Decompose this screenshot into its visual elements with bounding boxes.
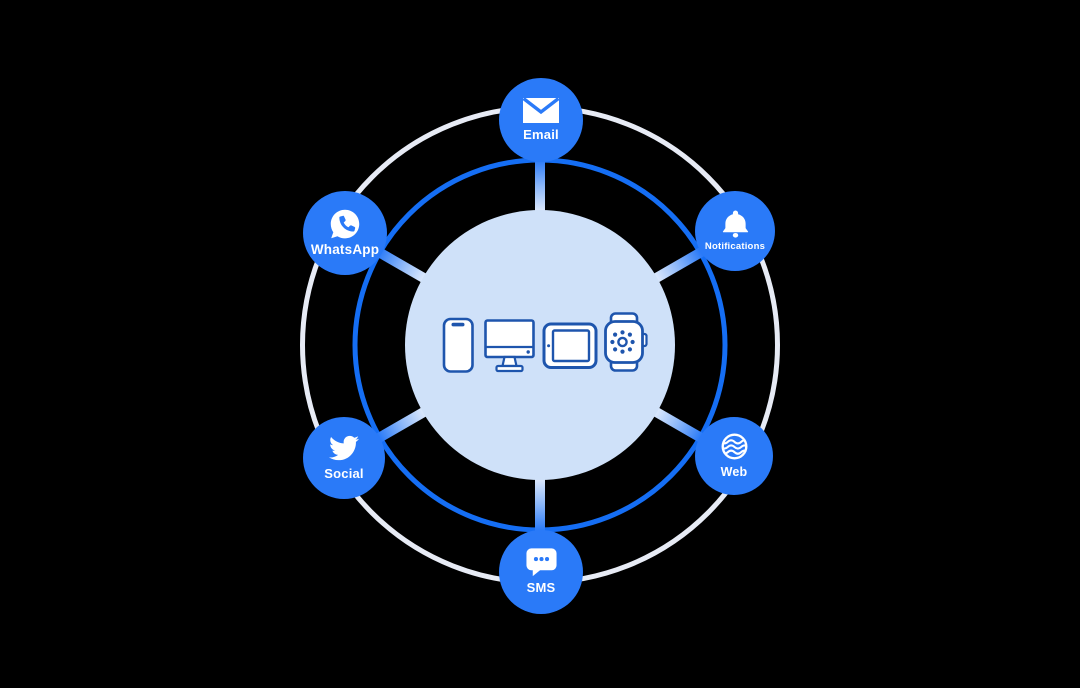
smartwatch-icon	[604, 312, 648, 372]
node-label: SMS	[526, 580, 556, 595]
smartphone-icon	[442, 317, 474, 373]
node-web: Web	[695, 417, 773, 495]
node-label: WhatsApp	[310, 242, 380, 257]
globe-icon	[719, 431, 750, 462]
desktop-monitor-icon	[484, 319, 535, 373]
envelope-icon	[522, 96, 560, 124]
device-icons	[442, 312, 648, 373]
node-label: Web	[720, 465, 748, 479]
node-label: Email	[523, 126, 559, 142]
node-label: Social	[324, 466, 364, 481]
node-label: Notifications	[704, 240, 766, 252]
whatsapp-icon	[328, 207, 362, 241]
watch-app-dots	[610, 330, 635, 354]
bell-icon	[722, 209, 749, 239]
hub-circle	[405, 210, 675, 480]
node-email: Email	[499, 78, 583, 162]
node-notifications: Notifications	[695, 191, 775, 271]
twitter-bird-icon	[327, 433, 361, 463]
tablet-icon	[542, 322, 598, 369]
node-whatsapp: WhatsApp	[303, 191, 387, 275]
node-social: Social	[303, 417, 385, 499]
chat-bubble-icon	[525, 547, 558, 577]
node-sms: SMS	[499, 530, 583, 614]
